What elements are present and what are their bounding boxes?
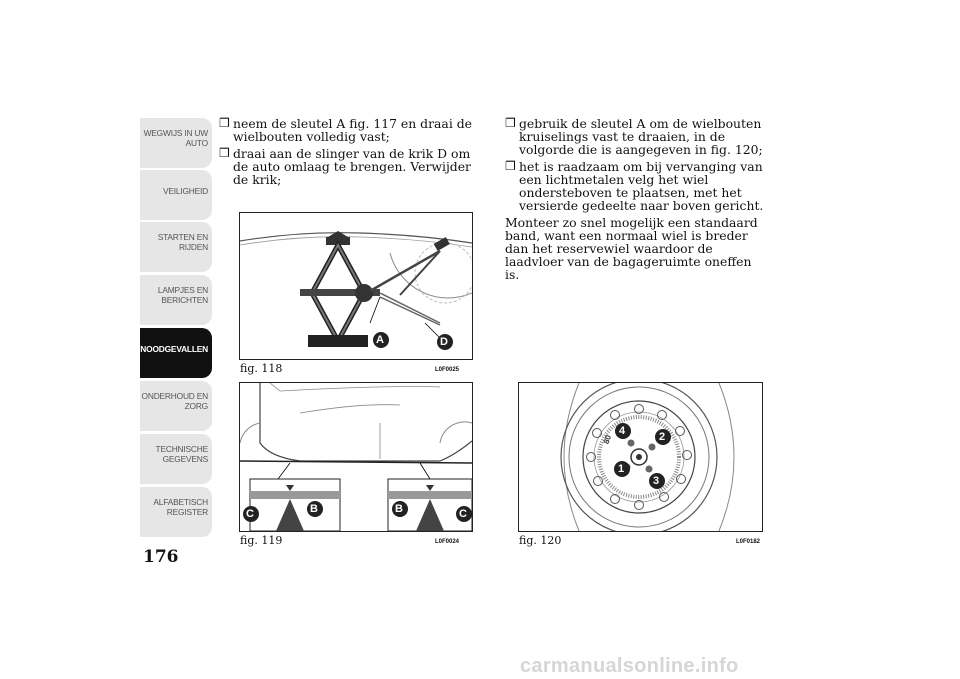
tab-label: ALFABETISCH (153, 497, 208, 507)
checkbox-bullet-icon: ❒ (505, 116, 516, 130)
tab-label: TECHNISCHE (155, 444, 209, 454)
tab-label: LAMPJES EN (157, 285, 208, 295)
figure-119: C B B C (239, 382, 473, 532)
tab-noodgevallen[interactable]: NOODGEVALLEN (140, 328, 212, 378)
tab-label: GEGEVENS (162, 454, 209, 464)
tab-onderhoud[interactable]: ONDERHOUD EN ZORG (140, 381, 212, 431)
tab-label: NOODGEVALLEN (140, 344, 208, 354)
bullet-item: ❒ gebruik de sleutel A om de wielbouten … (505, 116, 767, 157)
tab-label: ZORG (184, 401, 209, 411)
tab-register[interactable]: ALFABETISCH REGISTER (140, 487, 212, 537)
checkbox-bullet-icon: ❒ (219, 146, 230, 160)
callout-d (437, 334, 453, 350)
label-c-right: C (459, 508, 467, 520)
bolt-label-1: 1 (618, 463, 625, 475)
jack-points-illustration (239, 382, 473, 532)
paragraph: Monteer zo snel mogelijk een standaard b… (505, 215, 758, 282)
bullet-text: neem de sleutel A fig. 117 en draai de w… (233, 116, 472, 144)
tab-veiligheid[interactable]: VEILIGHEID (140, 170, 212, 220)
tab-technische[interactable]: TECHNISCHE GEGEVENS (140, 434, 212, 484)
label-a: A (376, 334, 384, 346)
tab-starten[interactable]: STARTEN EN RIJDEN (140, 222, 212, 272)
figure-caption: fig. 120 (519, 534, 562, 547)
callout-a (373, 332, 389, 348)
bolt-label-2: 2 (659, 431, 666, 443)
checkbox-bullet-icon: ❒ (219, 116, 230, 130)
label-c-left: C (246, 508, 254, 520)
label-b-right: B (395, 503, 403, 515)
figure-caption: fig. 119 (240, 534, 283, 547)
tab-lampjes[interactable]: LAMPJES EN BERICHTEN (140, 275, 212, 325)
figure-118: A D (239, 212, 476, 360)
jack-illustration (239, 231, 476, 350)
tab-label: STARTEN EN (157, 232, 208, 242)
right-column: ❒ gebruik de sleutel A om de wielbouten … (505, 116, 767, 282)
page-number: 176 (143, 547, 179, 567)
label-d: D (440, 336, 448, 348)
figure-code: L0F0182 (736, 539, 761, 545)
bullet-item: ❒ draai aan de slinger van de krik D om … (219, 146, 481, 187)
figure-code: L0F0025 (435, 367, 460, 373)
tab-label: ONDERHOUD EN (141, 391, 209, 401)
tab-label: WEGWIJS IN UW (143, 128, 209, 138)
figure-caption: fig. 118 (240, 362, 283, 375)
label-b-left: B (310, 503, 318, 515)
tab-label: BERICHTEN (161, 295, 208, 305)
tab-label: RIJDEN (178, 242, 208, 252)
tab-label: VEILIGHEID (162, 186, 208, 196)
tab-label: REGISTER (166, 507, 208, 517)
bullet-text: het is raadzaam om bij vervanging van ee… (519, 159, 764, 213)
bullet-item: ❒ neem de sleutel A fig. 117 en draai de… (219, 116, 481, 144)
tab-label: AUTO (185, 138, 209, 148)
watermark-footer: carmanualsonline.info (520, 655, 739, 677)
left-column: ❒ neem de sleutel A fig. 117 en draai de… (219, 117, 481, 190)
figure-120: 80 1 2 3 4 (518, 378, 763, 536)
figure-code: L0F0024 (435, 539, 460, 545)
bullet-text: gebruik de sleutel A om de wielbouten kr… (519, 116, 763, 157)
checkbox-bullet-icon: ❒ (505, 159, 516, 173)
bolt-label-3: 3 (653, 475, 660, 487)
bolt-label-4: 4 (619, 425, 626, 437)
tab-wegwijs[interactable]: WEGWIJS IN UW AUTO (140, 118, 212, 168)
bullet-item: ❒ het is raadzaam om bij vervanging van … (505, 159, 767, 213)
bullet-text: draai aan de slinger van de krik D om de… (233, 146, 471, 187)
wheel-illustration (560, 378, 735, 536)
